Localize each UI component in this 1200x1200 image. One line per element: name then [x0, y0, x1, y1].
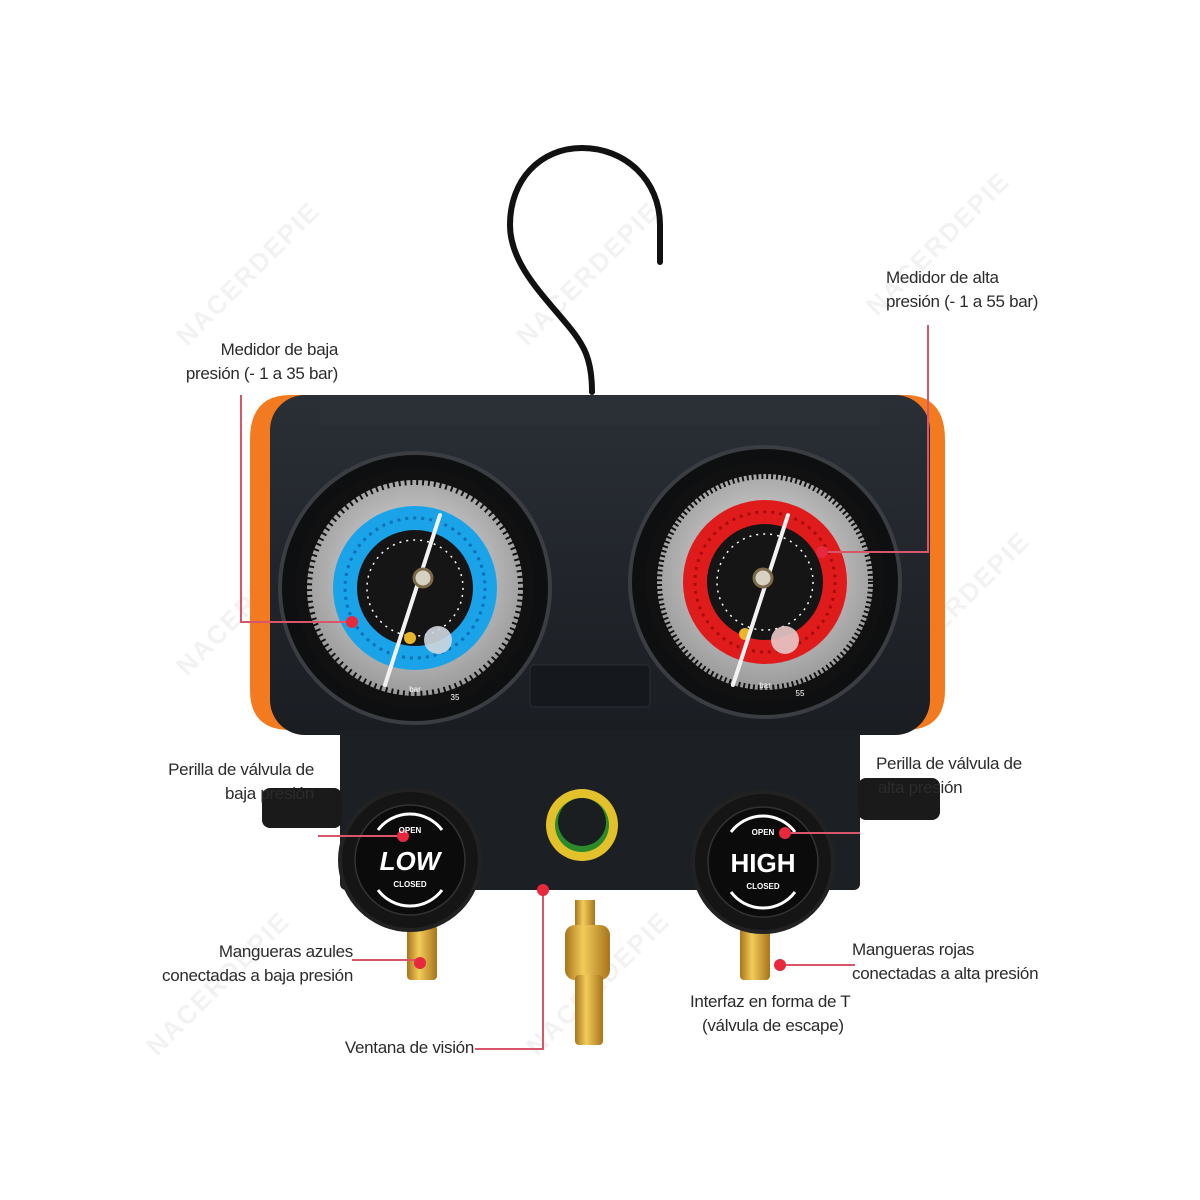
low-knob-closed-label: CLOSED — [393, 880, 427, 889]
low-knob-open-label: OPEN — [398, 826, 422, 835]
high-port-fitting — [740, 925, 770, 980]
callout-blue-hoses-line1: Mangueras azules — [218, 942, 353, 961]
callout-red-hoses-line2: conectadas a alta presión — [852, 964, 1039, 983]
t-valve-fitting — [565, 925, 610, 980]
low-knob-label: LOW — [379, 846, 441, 876]
high-knob-open-label: OPEN — [751, 828, 775, 837]
callout-low-gauge-line1: Medidor de baja — [220, 340, 339, 359]
low-gauge-max: 35 — [451, 693, 460, 702]
callout-blue-hoses: Mangueras azules conectadas a baja presi… — [162, 940, 353, 988]
callout-low-knob: Perilla de válvula de baja presión — [168, 758, 314, 806]
callout-high-knob-line2: alta presión — [878, 778, 963, 797]
callout-red-hoses: Mangueras rojas conectadas a alta presió… — [852, 938, 1039, 986]
sight-glass-window — [546, 789, 618, 861]
hanging-hook-icon — [506, 144, 663, 395]
low-pressure-gauge: bar 35 — [278, 451, 552, 725]
callout-low-knob-line1: Perilla de válvula de — [168, 760, 314, 779]
high-pressure-gauge: bar 55 — [628, 445, 902, 719]
high-knob-closed-label: CLOSED — [746, 882, 780, 891]
high-gauge-max: 55 — [796, 689, 805, 698]
callout-sight-window-line1: Ventana de visión — [344, 1038, 474, 1057]
high-knob-label: HIGH — [730, 848, 796, 878]
callout-low-knob-line2: baja presión — [224, 784, 314, 803]
low-port-fitting — [407, 925, 437, 980]
callout-high-gauge: Medidor de alta presión (- 1 a 55 bar) — [886, 266, 1038, 314]
high-gauge-unit: bar — [759, 681, 771, 690]
callout-t-interface: Interfaz en forma de T (válvula de escap… — [690, 990, 851, 1038]
callout-red-hoses-line1: Mangueras rojas — [852, 940, 975, 959]
callout-lines — [240, 325, 929, 1050]
callout-blue-hoses-line2: conectadas a baja presión — [162, 966, 353, 985]
callout-low-gauge-line2: presión (- 1 a 35 bar) — [185, 364, 338, 383]
callout-t-interface-line1: Interfaz en forma de T — [690, 992, 851, 1011]
callout-t-interface-line2: (válvula de escape) — [702, 1016, 844, 1035]
high-valve-knob — [691, 790, 835, 934]
callout-dots — [346, 546, 828, 971]
callout-high-knob: Perilla de válvula de alta presión — [876, 752, 1022, 800]
callout-high-gauge-line1: Medidor de alta — [886, 268, 999, 287]
low-gauge-unit: bar — [409, 685, 421, 694]
callout-sight-window: Ventana de visión — [345, 1036, 474, 1060]
low-valve-knob — [338, 788, 482, 932]
callout-high-gauge-line2: presión (- 1 a 55 bar) — [886, 292, 1039, 311]
callout-high-knob-line1: Perilla de válvula de — [876, 754, 1022, 773]
callout-low-gauge: Medidor de baja presión (- 1 a 35 bar) — [186, 338, 338, 386]
